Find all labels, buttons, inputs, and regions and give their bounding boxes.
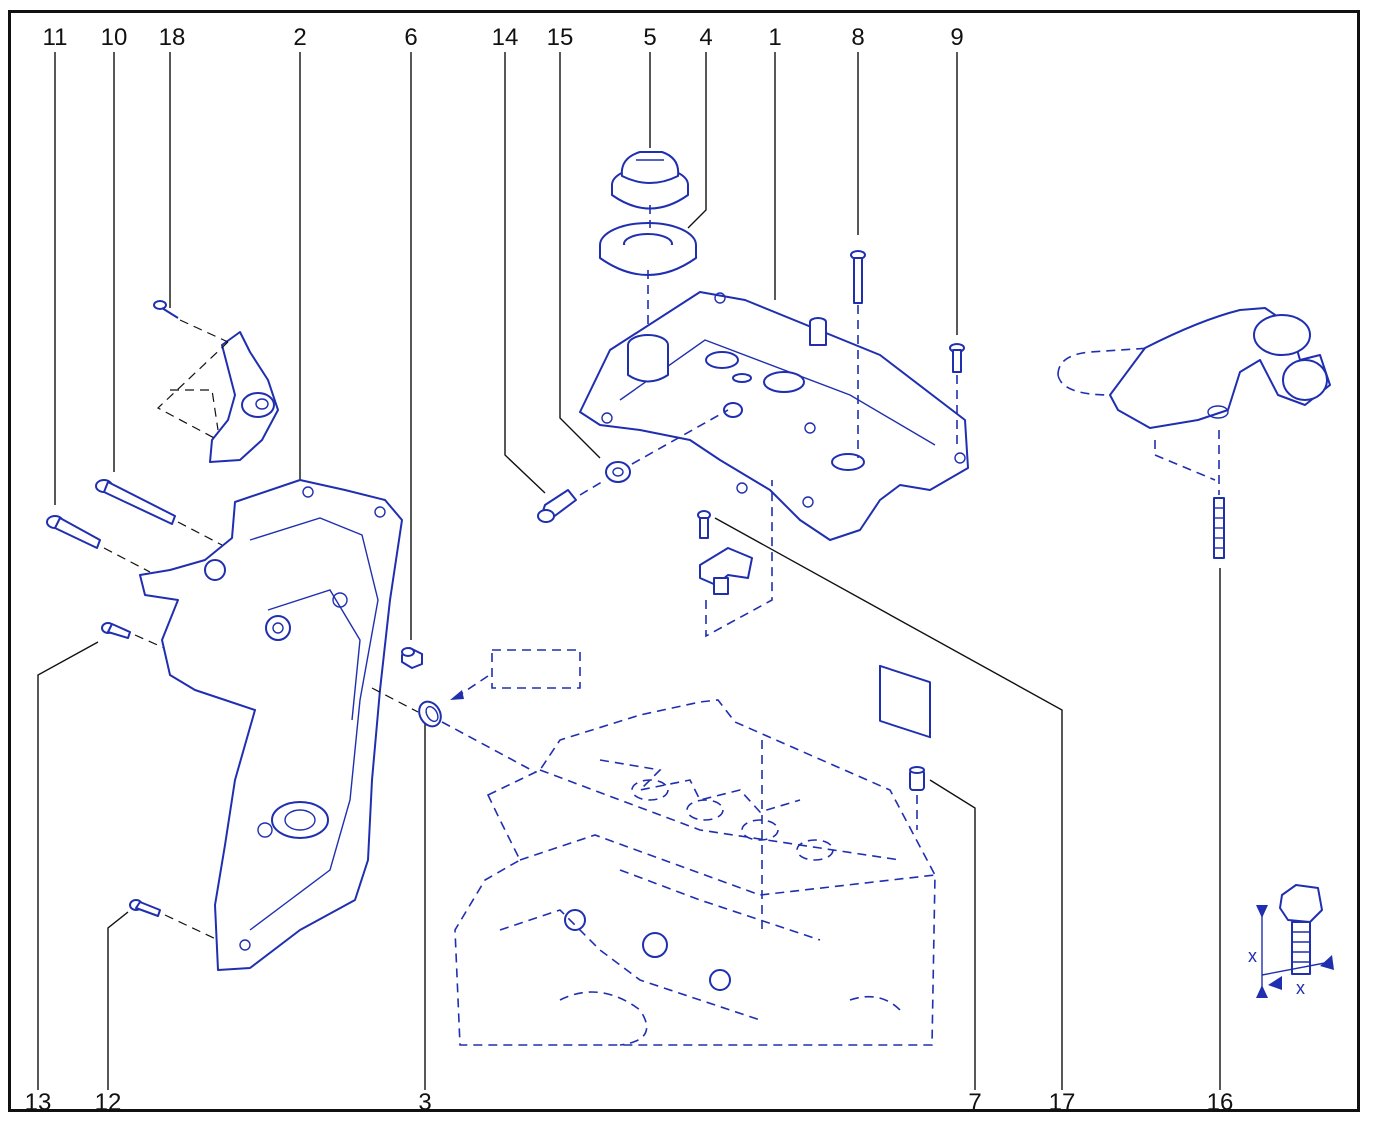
callout-1: 1	[768, 24, 781, 51]
bolt-8	[850, 250, 866, 458]
callout-10: 10	[101, 24, 128, 51]
dowel-pin-7	[909, 766, 925, 830]
callout-6: 6	[404, 24, 417, 51]
leader-4	[687, 52, 707, 229]
bolt-11	[46, 515, 151, 573]
callout-11: 11	[43, 24, 68, 51]
filler-seal	[599, 205, 697, 330]
o-ring-3	[418, 649, 581, 773]
callout-3: 3	[418, 1089, 431, 1116]
bolt-10	[95, 479, 223, 546]
leader-17	[714, 517, 1063, 1090]
breather-fitting	[537, 489, 577, 523]
callout-4: 4	[699, 24, 712, 51]
callout-12: 12	[95, 1089, 122, 1116]
leader-15	[559, 52, 601, 459]
cylinder-block	[454, 699, 936, 1046]
bolt-9	[949, 343, 965, 450]
bolt-dimension-inset: x x	[1248, 884, 1334, 998]
bolt-13	[101, 622, 181, 656]
dimension-x-diagonal: x	[1296, 978, 1305, 998]
leader-13	[37, 641, 99, 1090]
callout-8: 8	[851, 24, 864, 51]
callout-13: 13	[25, 1089, 52, 1116]
callout-17: 17	[1049, 1089, 1076, 1116]
timing-cover	[139, 479, 419, 971]
callout-14: 14	[492, 24, 519, 51]
dowel-pin-6	[401, 647, 423, 669]
callout-labels: 11 10 18 2 6 14 15 5 4 1 8 9 13 12 3 7 1…	[25, 24, 1234, 1116]
callout-18: 18	[159, 24, 186, 51]
callout-5: 5	[643, 24, 656, 51]
callout-16: 16	[1207, 1089, 1234, 1116]
intake-pipe	[1057, 307, 1331, 481]
oil-filler-cap	[611, 151, 689, 210]
valve-cover	[579, 291, 969, 739]
grommet	[579, 409, 729, 496]
callout-2: 2	[293, 24, 306, 51]
leader-14	[504, 52, 546, 494]
leader-lines	[37, 52, 1221, 1090]
callout-7: 7	[968, 1089, 981, 1116]
callout-9: 9	[950, 24, 963, 51]
stud-16	[1213, 430, 1225, 559]
camshaft-sensor	[697, 480, 773, 638]
bolt-12	[129, 899, 219, 941]
diagram-frame	[8, 10, 1360, 1112]
dimension-x-vertical: x	[1248, 946, 1257, 966]
leader-12	[107, 911, 129, 1090]
leader-7	[929, 779, 976, 1090]
solenoid-valve	[153, 300, 279, 463]
callout-15: 15	[547, 24, 574, 51]
